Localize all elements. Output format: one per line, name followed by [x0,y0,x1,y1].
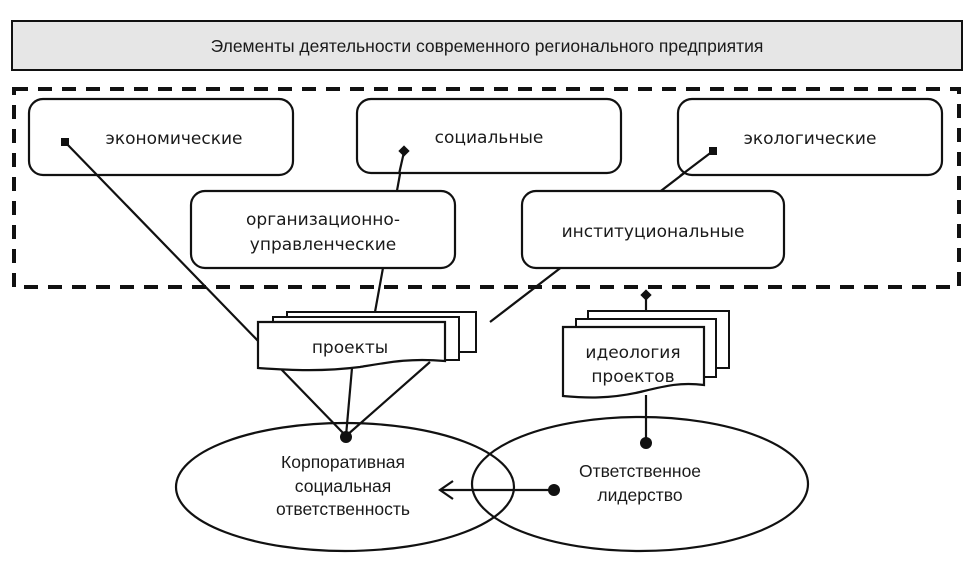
ideology-label-line2: проектов [591,367,674,387]
square-marker-ecological-icon [709,147,717,155]
diamond-marker-social-icon [398,145,410,157]
element-label-organizational-line2: управленческие [250,235,396,255]
csr-label-line2: социальная [295,476,391,496]
element-label-institutional: институциональные [562,222,745,242]
element-box-organizational [189,189,457,270]
element-box-economic [27,97,295,177]
projects-sheet-front [256,320,447,372]
title-text: Элементы деятельности современного регио… [211,36,764,56]
element-box-ecological [676,97,944,177]
ideology-document-stack [561,310,730,399]
diamond-marker-ideology-icon [640,289,652,301]
dot-marker-csr-icon [340,431,352,443]
leadership-label-line1: Ответственное [579,461,701,481]
ideology-label-line1: идеология [585,343,680,363]
element-label-economic: экономические [105,129,242,149]
dot-marker-arrow-start-icon [548,484,560,496]
connector-economic-start [64,141,99,177]
elements-group-border [12,87,961,289]
dot-marker-leadership-icon [640,437,652,449]
element-box-social [355,97,623,175]
connector-projects-csr-mid [344,367,354,437]
csr-label-line3: ответственность [276,499,410,519]
leadership-ellipse [470,415,810,553]
arrow-head-icon [438,480,454,500]
connector-projects-csr-left [279,367,347,437]
projects-label: проекты [312,338,388,358]
ideology-sheet-front [561,325,706,399]
leadership-label-line2: лидерство [597,485,682,505]
square-marker-economic-icon [61,138,69,146]
element-label-organizational-line1: организационно- [246,210,400,230]
element-box-institutional [520,189,786,270]
element-label-social: социальные [435,128,544,148]
element-label-ecological: экологические [744,129,877,149]
title-box [11,20,963,71]
csr-label-line1: Корпоративная [281,452,405,472]
csr-ellipse [174,421,516,553]
projects-document-stack [256,311,477,372]
connector-ecological-start [679,150,714,177]
